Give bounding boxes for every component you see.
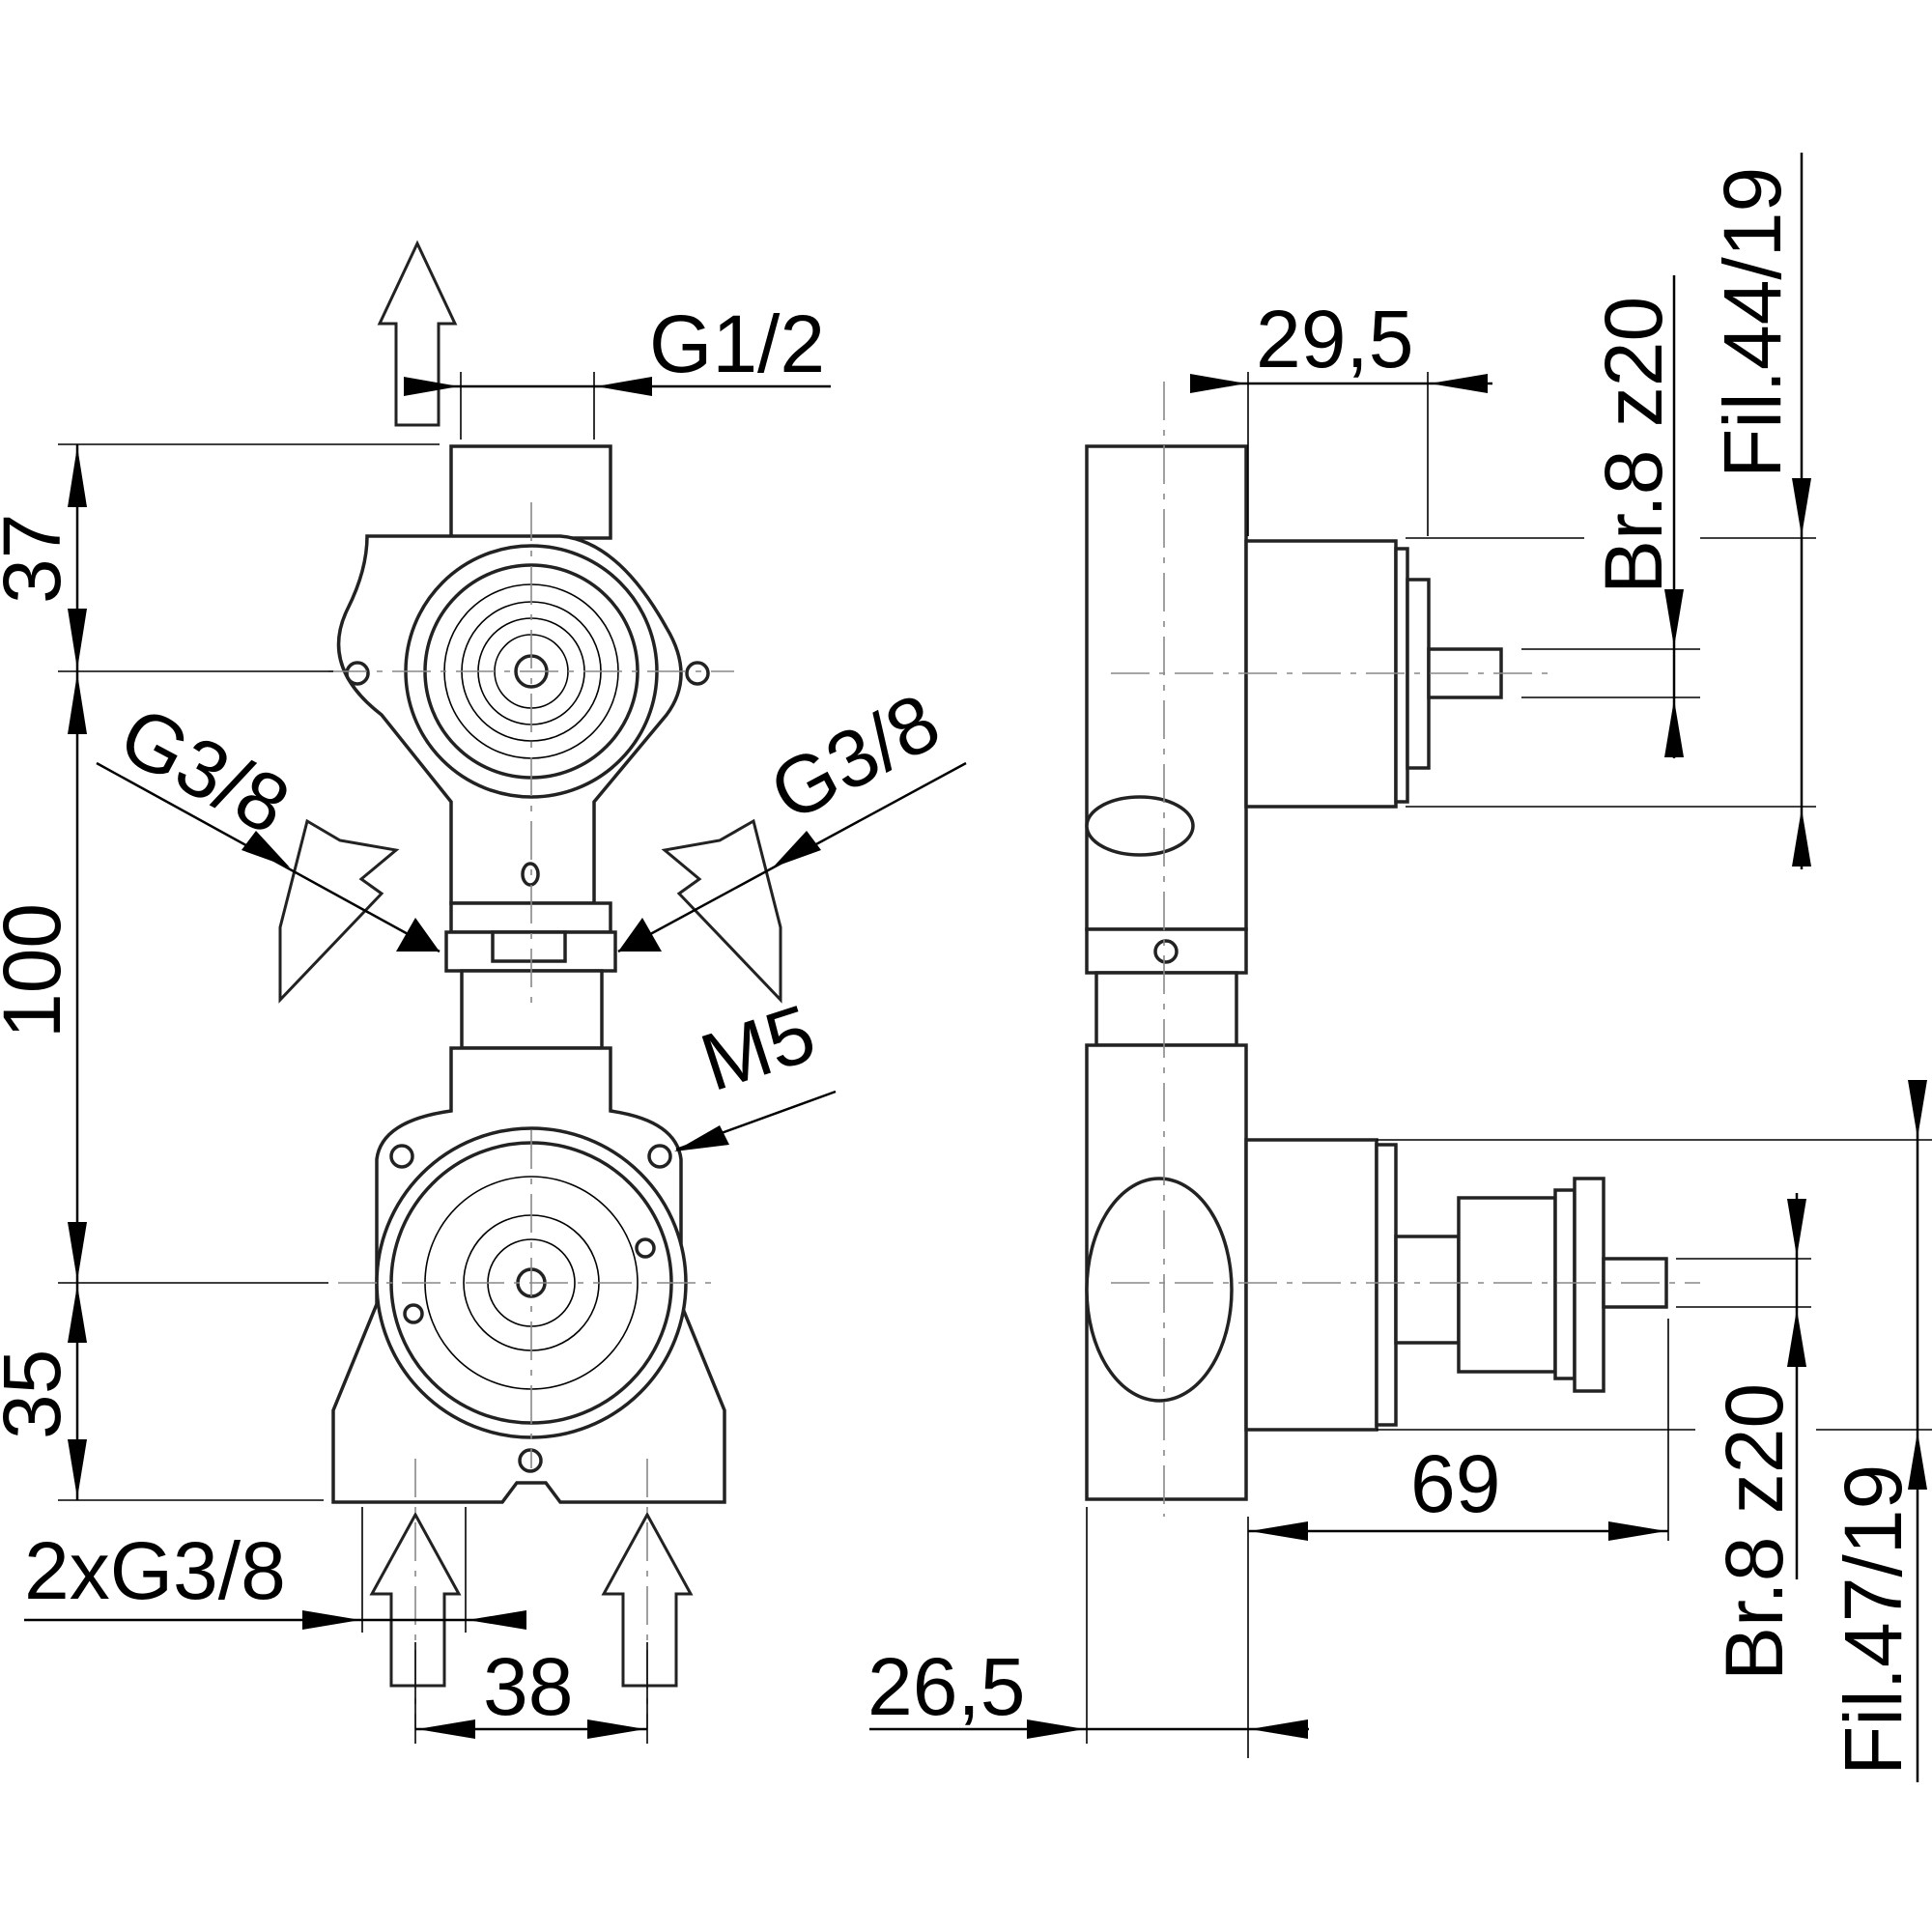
dim-265-label: 26,5	[867, 1641, 1026, 1732]
upper-body-side	[1085, 444, 1248, 931]
side-view	[1085, 382, 1700, 1517]
dim-69-label: 69	[1410, 1438, 1500, 1529]
mounting-hole	[345, 661, 370, 686]
dim-295-label: 29,5	[1256, 294, 1414, 384]
g38-right-label: G3/8	[755, 675, 953, 838]
front-view	[278, 240, 782, 1729]
front-dimensions	[24, 372, 967, 1744]
g38-left-label: G3/8	[106, 689, 304, 851]
mounting-hole	[389, 1144, 414, 1169]
upper-fil-label: Fil.44/19	[1707, 167, 1798, 478]
top-outlet-arrow	[377, 240, 458, 427]
dim-38-label: 38	[483, 1641, 573, 1732]
g12-label: G1/2	[649, 298, 825, 389]
side-dimensions	[869, 153, 1932, 1782]
dim-100-label: 100	[0, 903, 77, 1038]
mounting-hole	[685, 661, 710, 686]
lower-cartridge	[1244, 1138, 1378, 1432]
right-outlet-arrow	[661, 818, 782, 1004]
mounting-hole	[647, 1144, 672, 1169]
dim-37-label: 37	[0, 514, 77, 604]
upper-spline-label: Br.8 z20	[1588, 297, 1679, 594]
inlet-thread-label: 2xG3/8	[24, 1525, 286, 1616]
left-outlet-arrow	[278, 818, 400, 1004]
m5-label: M5	[691, 987, 826, 1108]
lower-fil-label: Fil.47/19	[1828, 1464, 1918, 1776]
lower-spline-label: Br.8 z20	[1709, 1383, 1800, 1681]
dim-35-label: 35	[0, 1350, 77, 1439]
